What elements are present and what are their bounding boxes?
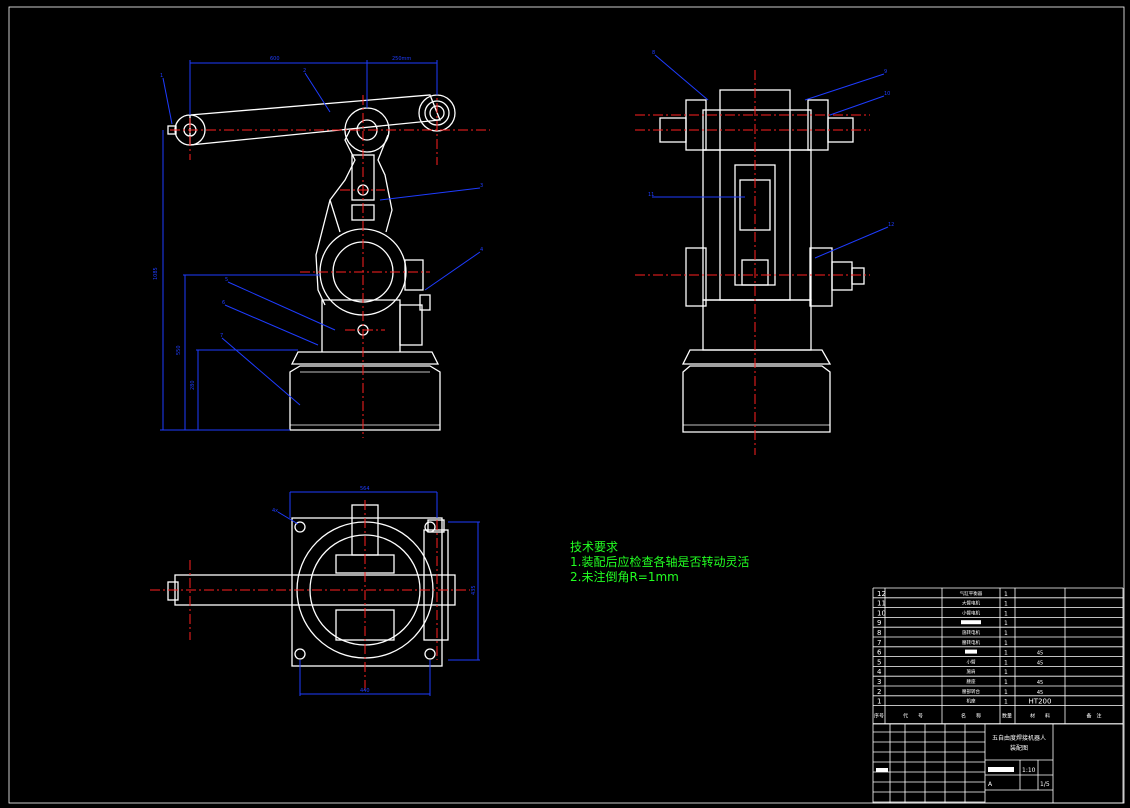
bom-row-name: 气缸平衡器 xyxy=(960,590,983,597)
bom-row-qty: 1 xyxy=(1004,650,1008,657)
bom-row-name-block xyxy=(965,649,977,654)
bom-row-name: 小臂 xyxy=(967,658,976,665)
bom-row-name: 小臂电机 xyxy=(962,609,980,616)
notes-line-1: 1.装配后应检查各轴是否转动灵活 xyxy=(570,555,750,569)
bom-row-qty: 1 xyxy=(1004,630,1008,637)
bom-row-no: 1 xyxy=(877,698,881,706)
bom-row-no: 8 xyxy=(877,629,881,637)
bom-row-no: 11 xyxy=(877,600,886,608)
bom-row-material: HT200 xyxy=(1029,698,1052,706)
bom-row-no: 9 xyxy=(877,619,881,627)
bom-row-name: 机座 xyxy=(967,698,976,705)
svg-text:2: 2 xyxy=(303,68,306,74)
svg-text:4: 4 xyxy=(480,247,483,253)
svg-text:6: 6 xyxy=(222,300,225,306)
svg-text:440: 440 xyxy=(360,688,370,694)
bom-row-qty: 1 xyxy=(1004,679,1008,686)
bom-row-qty: 1 xyxy=(1004,669,1008,676)
bom-row-material: 45 xyxy=(1037,690,1043,696)
svg-text:564: 564 xyxy=(360,486,370,492)
bom-header-seq: 序号 xyxy=(874,713,884,720)
bom-header-code: 代 号 xyxy=(903,713,923,720)
front-view: 600 250mm 1085 550 280 1 2 3 4 5 6 7 xyxy=(153,56,490,438)
bom-row-material: 45 xyxy=(1037,660,1043,666)
bom-row-qty: 1 xyxy=(1004,620,1008,627)
bom-header-name: 名 称 xyxy=(961,713,981,720)
bom-row-name: 施肩 xyxy=(967,668,976,675)
bom-row-name: 大臂电机 xyxy=(962,600,980,607)
svg-text:1085: 1085 xyxy=(153,267,159,280)
svg-text:9: 9 xyxy=(884,69,887,75)
bom-row-no: 4 xyxy=(877,668,882,676)
title-name-line2: 装配图 xyxy=(1010,744,1028,752)
side-view: 8 9 10 11 12 xyxy=(635,50,894,455)
notes-title: 技术要求 xyxy=(570,540,619,554)
title-block: 五自由度焊接机器人 装配图 1:10 A 1/5 xyxy=(872,723,1124,804)
top-view: 564 435 440 4x xyxy=(150,486,480,696)
title-scale: 1:10 xyxy=(1022,767,1036,774)
svg-text:7: 7 xyxy=(220,333,223,339)
svg-text:3: 3 xyxy=(480,183,483,189)
bom-row-no: 7 xyxy=(877,639,881,647)
bom-row-no: 5 xyxy=(877,658,881,666)
drawing-frame xyxy=(8,6,1125,804)
bom-row-no: 3 xyxy=(877,678,881,686)
bom-row-qty: 1 xyxy=(1004,699,1008,706)
title-name-line1: 五自由度焊接机器人 xyxy=(992,734,1046,742)
notes-line-2: 2.未注倒角R=1mm xyxy=(570,570,679,584)
bom-row-qty: 1 xyxy=(1004,640,1008,647)
bom-row-no: 10 xyxy=(877,609,886,617)
svg-text:5: 5 xyxy=(225,277,228,283)
svg-text:10: 10 xyxy=(884,91,890,97)
bom-header-material: 材 料 xyxy=(1030,713,1050,720)
technical-notes: 技术要求 1.装配后应检查各轴是否转动灵活 2.未注倒角R=1mm xyxy=(570,540,749,585)
title-mark: A xyxy=(988,781,993,788)
bom-row-no: 12 xyxy=(877,590,886,598)
bom-row-no: 6 xyxy=(877,649,882,657)
bom-row-qty: 1 xyxy=(1004,610,1008,617)
bom-header-qty: 数量 xyxy=(1002,713,1012,720)
svg-text:4x: 4x xyxy=(272,508,278,514)
bom-row-name: 腰转电机 xyxy=(962,639,980,646)
bom-row-no: 2 xyxy=(877,688,881,696)
svg-text:280: 280 xyxy=(190,380,196,390)
svg-text:550: 550 xyxy=(176,345,182,355)
bom-row-qty: 1 xyxy=(1004,659,1008,666)
bom-row-name: 腰座 xyxy=(967,678,976,685)
bom-row-name-block xyxy=(961,620,981,625)
svg-text:1: 1 xyxy=(160,73,163,79)
bom-header-remark: 备 注 xyxy=(1086,713,1101,720)
bom-row-name: 施转电机 xyxy=(962,629,980,636)
title-sheet: 1/5 xyxy=(1040,781,1050,788)
svg-text:8: 8 xyxy=(652,50,655,56)
svg-text:600: 600 xyxy=(270,56,280,62)
svg-text:11: 11 xyxy=(648,192,654,198)
bom-row-qty: 1 xyxy=(1004,689,1008,696)
svg-text:250mm: 250mm xyxy=(392,56,411,62)
svg-text:435: 435 xyxy=(471,585,477,595)
bom-row-qty: 1 xyxy=(1004,601,1008,608)
bom-row-name: 腰部转台 xyxy=(962,688,980,695)
svg-text:12: 12 xyxy=(888,222,894,228)
bom-row-qty: 1 xyxy=(1004,591,1008,598)
bom-row-material: 45 xyxy=(1037,680,1043,686)
bom-row-material: 45 xyxy=(1037,651,1043,657)
